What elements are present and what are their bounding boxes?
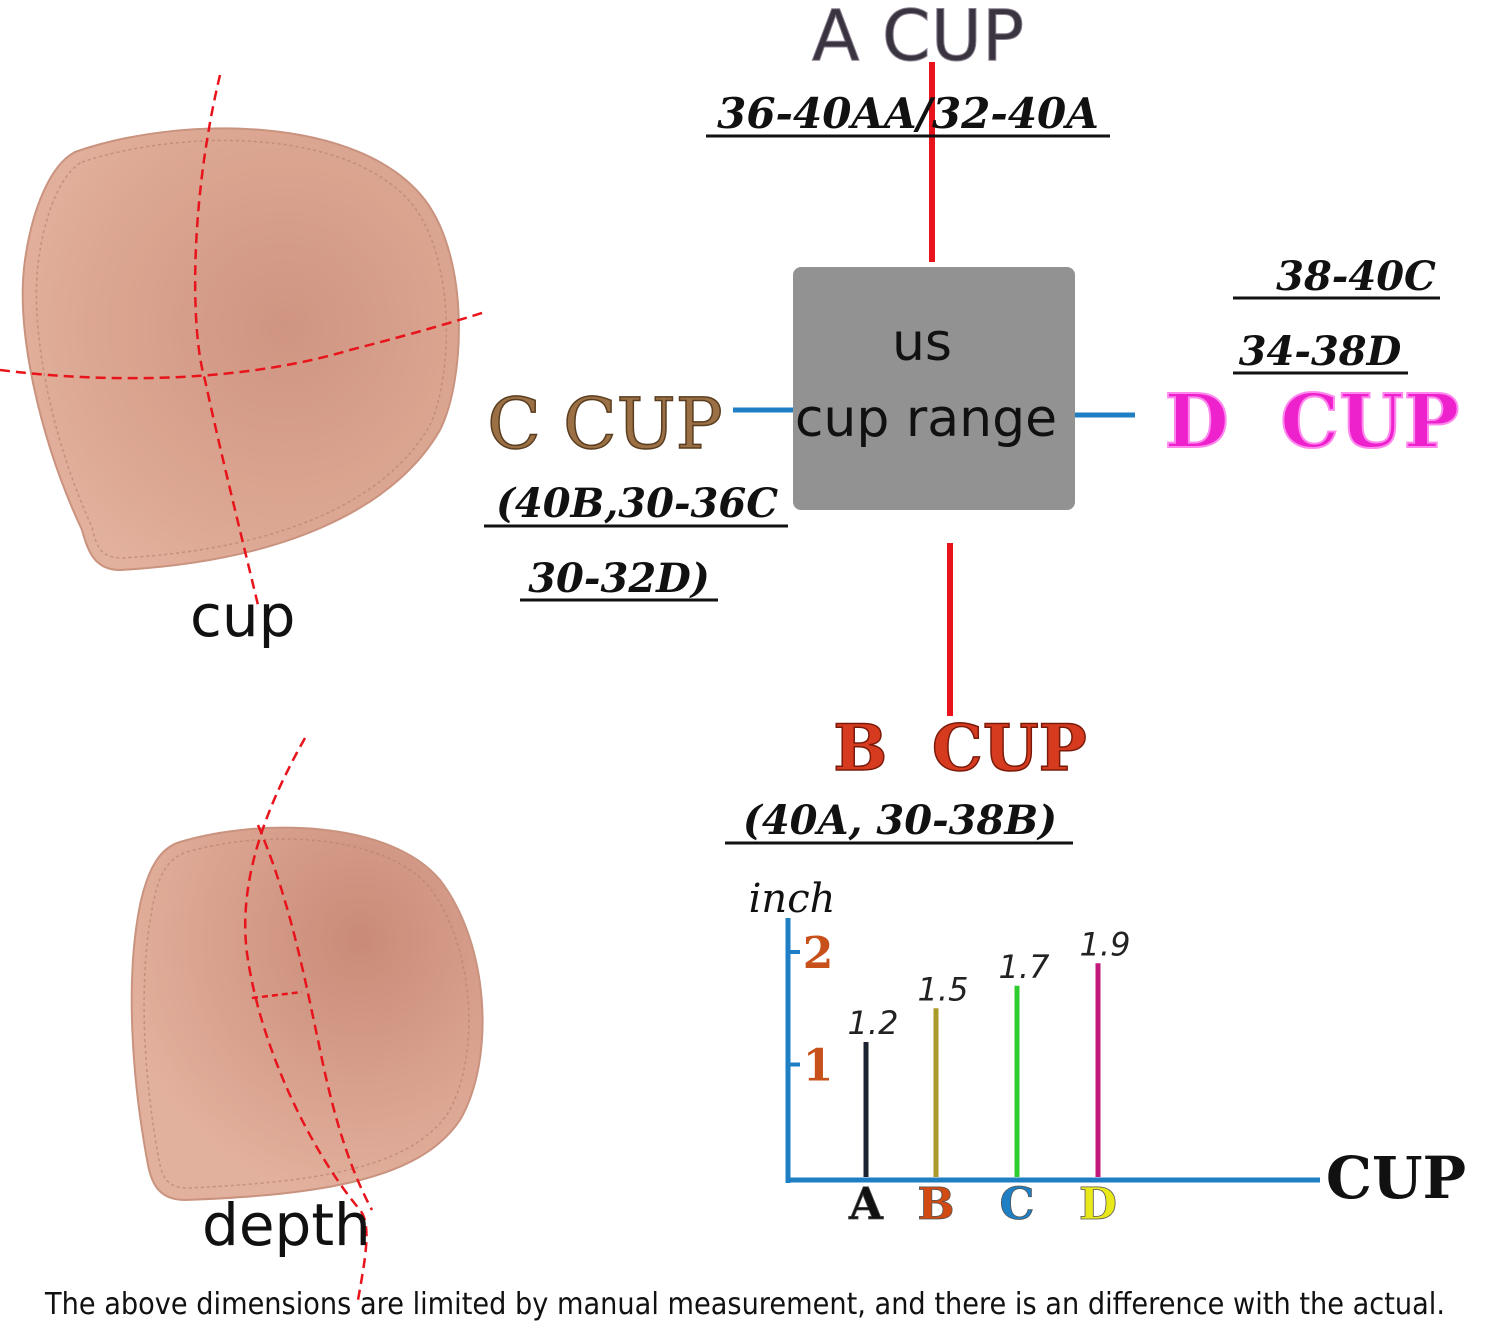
a-cup-label: A CUP xyxy=(812,0,1024,77)
footnote: The above dimensions are limited by manu… xyxy=(44,1287,1445,1322)
depth-pad-image xyxy=(130,737,484,1301)
c-cup-sizes-line1: (40B,30-36C xyxy=(496,480,778,527)
chart-value-label: 1.7 xyxy=(999,948,1051,986)
b-cup-label: B CUP xyxy=(833,711,1087,786)
chart-category-label: D xyxy=(1079,1179,1117,1230)
cup-pad-shape xyxy=(21,127,460,572)
cup-measure-line-horizontal xyxy=(0,310,486,380)
depth-measure-line-inner xyxy=(256,824,374,1211)
chart-y-tick-label: 2 xyxy=(803,928,834,979)
chart-value-label: 1.2 xyxy=(848,1004,899,1042)
d-cup-label: D CUP xyxy=(1165,379,1460,465)
cup-label: cup xyxy=(190,582,295,650)
chart-y-tick-label: 1 xyxy=(803,1041,834,1092)
chart-category-label: C xyxy=(999,1179,1034,1230)
chart-category-label: A xyxy=(848,1179,884,1230)
center-box-line1: us xyxy=(892,313,952,373)
c-cup-label: C CUP xyxy=(487,383,722,465)
depth-label: depth xyxy=(202,1191,371,1259)
chart-y-axis-label: inch xyxy=(749,876,836,922)
depth-pad-shape xyxy=(130,826,484,1202)
cup-pad-image xyxy=(0,74,486,606)
c-cup-sizes-line2: 30-32D) xyxy=(528,555,710,602)
cup-measure-line-vertical xyxy=(193,74,260,606)
depth-measure-line-outer xyxy=(244,737,368,1301)
depth-chart: inch CUP 1 2 1.2A 1.5B 1.7C 1.9D xyxy=(749,876,1467,1230)
chart-value-label: 1.9 xyxy=(1080,925,1131,963)
cup-range-box xyxy=(793,267,1075,510)
b-cup-sizes: (40A, 30-38B) xyxy=(743,797,1057,844)
chart-x-axis-label: CUP xyxy=(1326,1144,1466,1212)
depth-measure-line-cross xyxy=(251,990,303,1000)
chart-category-label: B xyxy=(917,1179,954,1230)
d-cup-sizes-line1: 38-40C xyxy=(1276,253,1436,300)
d-cup-sizes-line2: 34-38D xyxy=(1239,328,1402,375)
center-box-line2: cup range xyxy=(795,389,1057,449)
a-cup-sizes: 36-40AA/32-40A xyxy=(717,89,1099,138)
chart-value-label: 1.5 xyxy=(918,970,969,1008)
